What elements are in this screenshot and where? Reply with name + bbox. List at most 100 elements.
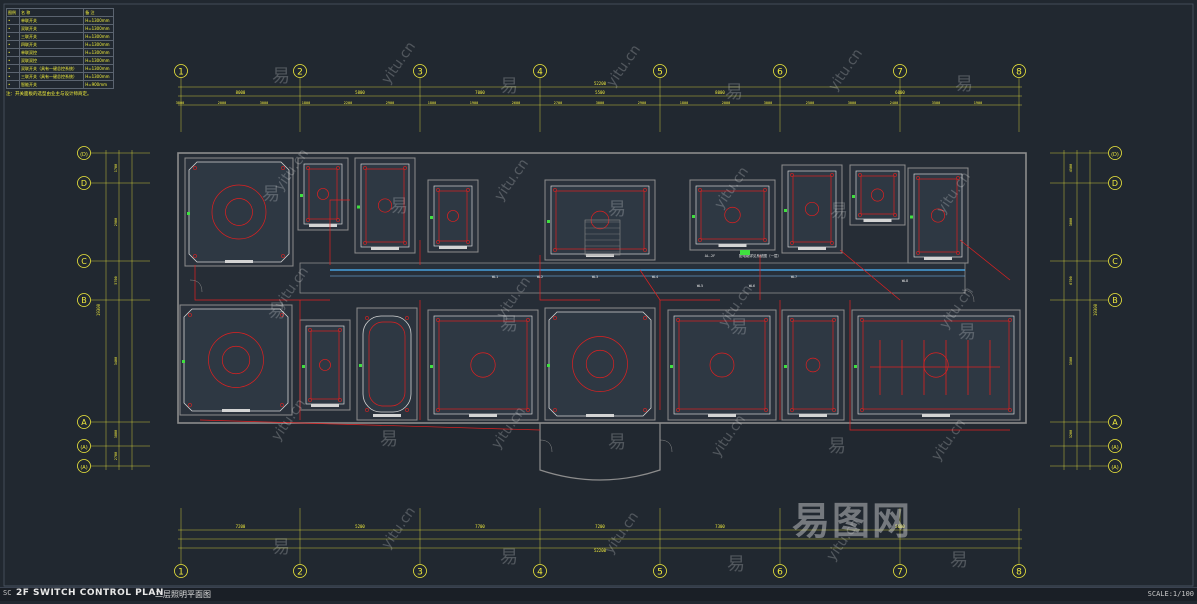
dimension-top-sub: 3000 bbox=[764, 101, 772, 105]
watermark-glyph: 易 bbox=[830, 201, 848, 222]
downlight-icon bbox=[281, 254, 285, 258]
dimension-top-bay: 7000 bbox=[475, 90, 485, 95]
switch-symbol-icon: • bbox=[6, 32, 20, 41]
downlight-icon bbox=[858, 213, 862, 217]
downlight-icon bbox=[466, 188, 470, 192]
downlight-icon bbox=[832, 318, 836, 322]
downlight-icon bbox=[830, 241, 834, 245]
downlight-icon bbox=[643, 408, 647, 412]
cove-light bbox=[438, 190, 468, 242]
dimension-right-total: 19300 bbox=[1093, 303, 1098, 316]
grid-bubble bbox=[1108, 293, 1122, 307]
grid-column-label: 4 bbox=[537, 568, 543, 578]
circuit-label: WL1 bbox=[492, 275, 498, 279]
ceiling-light-icon bbox=[470, 352, 496, 378]
legend-note: 注：开关面板的选型由业主与设计师商定。 bbox=[6, 92, 92, 97]
grid-column-label: 8 bbox=[1016, 568, 1022, 578]
switch-icon bbox=[784, 365, 787, 368]
grid-bubble bbox=[77, 176, 91, 190]
downlight-icon bbox=[676, 408, 680, 412]
switch-icon bbox=[187, 212, 190, 215]
linear-fixture bbox=[718, 244, 747, 247]
cove-light bbox=[308, 168, 338, 220]
downlight-icon bbox=[436, 240, 440, 244]
wiring-run bbox=[194, 265, 330, 301]
dimension-top-sub: 2900 bbox=[386, 101, 394, 105]
dimension-left-bay: 1700 bbox=[114, 164, 118, 172]
ceiling-light-icon bbox=[724, 206, 741, 224]
legend-name: 三联开关（具有一键总控系统） bbox=[18, 72, 85, 81]
title-block: SC 2F SWITCH CONTROL PLAN 二层照明平面图 SCALE:… bbox=[0, 587, 1197, 601]
dimension-top-bay: 8000 bbox=[715, 90, 725, 95]
grid-bubble bbox=[653, 64, 667, 78]
legend-name: 双联开关（具有一键总控系统） bbox=[18, 64, 85, 73]
linear-fixture bbox=[309, 224, 337, 227]
grid-row-label: (A) bbox=[80, 465, 87, 471]
ceiling-outline bbox=[303, 163, 343, 225]
downlight-icon bbox=[764, 408, 768, 412]
downlight-icon bbox=[526, 318, 530, 322]
dimension-bottom-bay: 7700 bbox=[475, 524, 485, 529]
grid-column-label: 7 bbox=[897, 68, 903, 78]
legend-remark: H=1300mm bbox=[83, 24, 114, 33]
linear-fixture bbox=[586, 414, 614, 417]
switch-symbol-icon: • bbox=[6, 40, 20, 49]
watermark-glyph: 易 bbox=[730, 317, 748, 338]
downlight-icon bbox=[405, 408, 409, 412]
legend-remark: H=1300mm bbox=[83, 56, 114, 65]
legend-row: •三联开关（具有一键总控系统）H=1300mm bbox=[6, 72, 114, 81]
downlight-icon bbox=[553, 188, 557, 192]
watermark-brand: 易图网 bbox=[792, 499, 913, 543]
switch-icon bbox=[359, 364, 362, 367]
watermark-glyph: 易 bbox=[262, 184, 280, 205]
downlight-icon bbox=[308, 328, 312, 332]
ceiling-outline bbox=[787, 170, 837, 248]
downlight-icon bbox=[466, 240, 470, 244]
ceiling-outline bbox=[188, 161, 290, 263]
grid-bubble bbox=[174, 64, 188, 78]
downlight-icon bbox=[860, 408, 864, 412]
watermark-glyph: 易 bbox=[500, 547, 518, 568]
chandelier-icon bbox=[208, 332, 264, 388]
ceiling-light-icon bbox=[377, 198, 393, 213]
legend-header-row: 图例名 称备 注 bbox=[6, 8, 114, 17]
dimension-left-total: 19300 bbox=[96, 303, 101, 316]
grid-row-label: A bbox=[81, 418, 87, 427]
dimension-top-bay: 6000 bbox=[895, 90, 905, 95]
ceiling-outline bbox=[857, 315, 1015, 415]
switch-icon bbox=[182, 360, 185, 363]
downlight-icon bbox=[790, 241, 794, 245]
downlight-icon bbox=[336, 218, 340, 222]
dimension-top-sub: 3000 bbox=[596, 101, 604, 105]
grid-column-label: 6 bbox=[777, 68, 783, 78]
switch-icon bbox=[547, 220, 550, 223]
downlight-icon bbox=[281, 166, 285, 170]
grid-bubble bbox=[293, 564, 307, 578]
dimension-left-bay: 3800 bbox=[114, 430, 118, 438]
downlight-icon bbox=[893, 173, 897, 177]
switch-icon bbox=[357, 205, 360, 209]
bay-window-outline bbox=[539, 423, 661, 481]
downlight-icon bbox=[280, 313, 284, 317]
grid-column-label: 2 bbox=[297, 568, 303, 578]
cove-light bbox=[860, 175, 895, 215]
watermark-glyph: 易 bbox=[725, 82, 743, 103]
door-swing bbox=[189, 279, 203, 293]
downlight-icon bbox=[956, 251, 960, 255]
circuit-label: WL8 bbox=[902, 279, 908, 283]
linear-fixture bbox=[924, 257, 952, 260]
grid-bubble bbox=[293, 64, 307, 78]
linear-fixture bbox=[469, 414, 497, 417]
downlight-icon bbox=[956, 176, 960, 180]
linear-fixture bbox=[586, 254, 614, 257]
watermark-glyph: 易 bbox=[608, 432, 626, 453]
downlight-icon bbox=[306, 166, 310, 170]
grid-row-label: (A) bbox=[1111, 445, 1118, 451]
grid-bubble bbox=[893, 564, 907, 578]
dimension-top-sub: 2000 bbox=[218, 101, 226, 105]
dimension-bottom-total: 52200 bbox=[594, 548, 607, 553]
